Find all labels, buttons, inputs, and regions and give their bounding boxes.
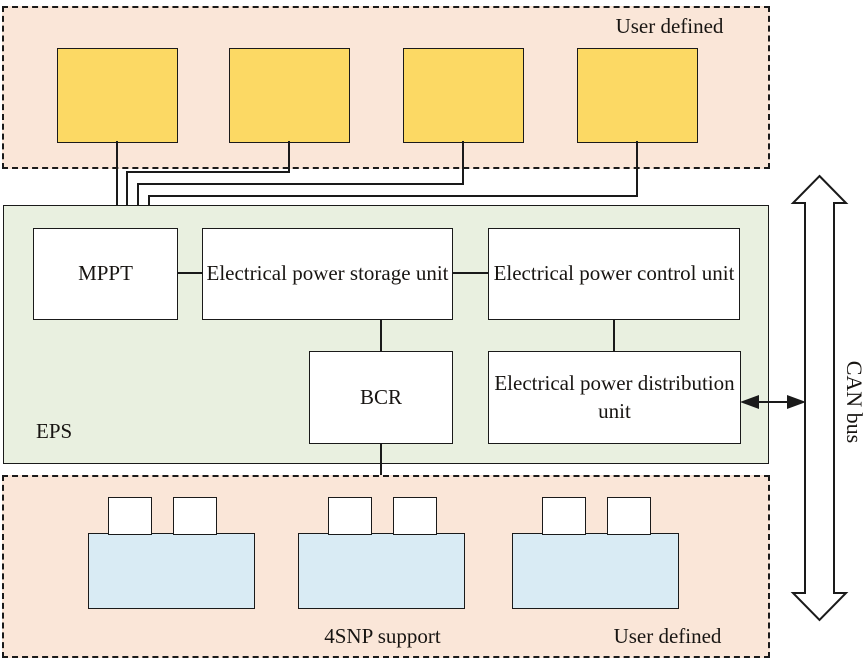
wire-panel3-mppt (462, 141, 464, 185)
wire-panel4-mppt (148, 195, 638, 197)
storage-unit-block: Electrical power storage unit (202, 228, 453, 320)
solar-panel-1 (57, 48, 178, 143)
mppt-block: MPPT (33, 228, 178, 320)
snp-support-label: 4SNP support (324, 624, 441, 648)
wire-panel1-mppt (116, 141, 118, 229)
wire-panel2-mppt (126, 172, 128, 229)
top-user-defined-label: User defined (615, 14, 724, 38)
payload-module-2 (298, 533, 465, 609)
can-bus-label: CAN bus (842, 360, 865, 444)
arrow-left-head-icon (740, 395, 759, 409)
module-pin-icon (108, 497, 152, 535)
module-pin-icon (393, 497, 437, 535)
solar-panel-2 (229, 48, 350, 143)
wire-panel2-mppt (126, 171, 290, 173)
solar-panel-4 (577, 48, 698, 143)
control-unit-block: Electrical power control unit (488, 228, 740, 320)
eps-label: EPS (36, 419, 73, 443)
bottom-user-defined-label: User defined (613, 624, 722, 648)
solar-panel-3 (403, 48, 524, 143)
wire-panel4-mppt (636, 141, 638, 197)
wire-panel2-mppt (288, 141, 290, 173)
payload-module-1 (88, 533, 255, 609)
wire-mppt-storage (178, 272, 202, 274)
wire-panel3-mppt (137, 183, 464, 185)
can-bus-arrow-icon (790, 174, 849, 622)
arrow-right-head-icon (787, 395, 806, 409)
bcr-block: BCR (309, 351, 453, 444)
payload-module-3 (512, 533, 679, 609)
module-pin-icon (173, 497, 217, 535)
wire-storage-control (453, 272, 488, 274)
wire-control-distribution (613, 319, 615, 351)
wire-bcr-payload (380, 443, 382, 477)
module-pin-icon (328, 497, 372, 535)
distribution-unit-block: Electrical power distribution unit (488, 351, 741, 444)
wire-storage-bcr (380, 319, 382, 351)
module-pin-icon (607, 497, 651, 535)
bidirectional-arrow-icon (756, 401, 790, 403)
module-pin-icon (542, 497, 586, 535)
